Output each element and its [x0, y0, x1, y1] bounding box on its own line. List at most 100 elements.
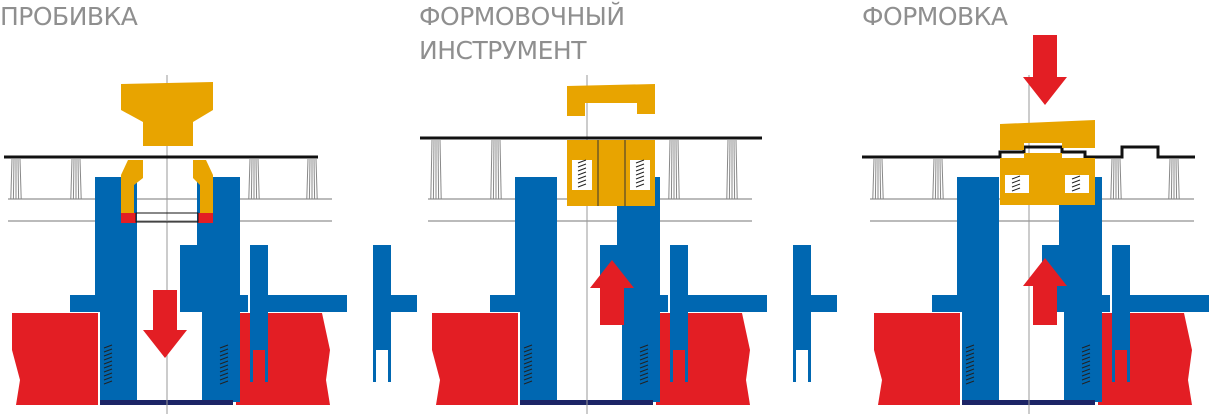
- brush-bristle: [1168, 158, 1171, 200]
- spring-coil: [965, 368, 975, 373]
- spring-coil: [965, 348, 975, 353]
- die-holder-left: [874, 313, 960, 405]
- brush-bristle: [1110, 158, 1113, 200]
- spring-coil: [1071, 175, 1081, 180]
- spring-coil: [1081, 364, 1091, 369]
- stripper-t-piece: [1112, 245, 1209, 382]
- brush-bristle: [439, 139, 442, 200]
- spring-coil: [523, 372, 533, 377]
- spring-coil: [523, 352, 533, 357]
- spring-coil: [965, 360, 975, 365]
- spring-coil: [523, 344, 533, 349]
- brush-bristle: [1119, 158, 1122, 200]
- spring-coil: [965, 352, 975, 357]
- brush-bristle: [668, 139, 671, 200]
- spring-coil: [635, 163, 645, 168]
- brush-bristle: [881, 158, 884, 200]
- brush-bristle: [874, 158, 877, 200]
- spring-coil: [523, 348, 533, 353]
- spring-coil: [103, 380, 113, 385]
- stripper-t-piece: [793, 245, 837, 382]
- spring-coil: [1071, 187, 1081, 192]
- spring-coil: [639, 348, 649, 353]
- spring-coil: [639, 356, 649, 361]
- spring-coil: [639, 380, 649, 385]
- spring-coil: [1081, 348, 1091, 353]
- die-holder-left: [12, 313, 98, 405]
- brush-bristle: [677, 139, 680, 200]
- spring-coil: [1081, 380, 1091, 385]
- spring-coil: [635, 183, 645, 188]
- die-left: [932, 177, 999, 402]
- spring-pocket-right: [1065, 175, 1089, 193]
- brush-bristle: [492, 139, 495, 200]
- spring-coil: [219, 348, 229, 353]
- spring-coil: [103, 364, 113, 369]
- brush-bristle: [941, 158, 944, 200]
- spring-coil: [965, 380, 975, 385]
- brush-bristle: [308, 158, 311, 200]
- spring-coil: [103, 344, 113, 349]
- brush-bristle: [306, 158, 309, 200]
- brush-bristle: [934, 158, 937, 200]
- spring-coil: [1081, 352, 1091, 357]
- spring-coil: [219, 344, 229, 349]
- cutting-edge-left: [121, 213, 136, 223]
- brush-bristle: [939, 158, 942, 200]
- spring-coil: [965, 372, 975, 377]
- title-forming: ФОРМОВКА: [862, 2, 1008, 31]
- spring-coil: [965, 356, 975, 361]
- spring-coil: [103, 360, 113, 365]
- spring-coil: [639, 364, 649, 369]
- brush-bristle: [10, 158, 13, 200]
- brush-bristle: [735, 139, 738, 200]
- spring-coil: [1081, 372, 1091, 377]
- brush-bristle: [70, 158, 73, 200]
- brush-bristle: [872, 158, 875, 200]
- stripper-right: [193, 160, 213, 213]
- brush-bristle: [432, 139, 435, 200]
- arrow-down-icon: [143, 290, 187, 358]
- brush-bristle: [19, 158, 22, 200]
- brush-bristle: [430, 139, 433, 200]
- die-left: [70, 177, 137, 402]
- brush-bristle: [313, 158, 316, 200]
- stripper-t-piece: [250, 245, 347, 382]
- brush-bristle: [726, 139, 729, 200]
- brush-bristle: [315, 158, 318, 200]
- brush-bristle: [728, 139, 731, 200]
- spring-coil: [523, 364, 533, 369]
- brush-bristle: [1175, 158, 1178, 200]
- spring-pocket-right: [630, 160, 650, 190]
- spring-coil: [1011, 175, 1021, 180]
- brush-bristle: [490, 139, 493, 200]
- spring-coil: [635, 175, 645, 180]
- die-right: [1042, 177, 1110, 402]
- arrow-down-icon: [1023, 35, 1067, 105]
- spring-coil: [635, 159, 645, 164]
- spring-coil: [1081, 376, 1091, 381]
- brush-bristle: [72, 158, 75, 200]
- spring-coil: [577, 175, 587, 180]
- spring-pocket-left: [1005, 175, 1029, 193]
- spring-coil: [577, 179, 587, 184]
- brush-bristle: [499, 139, 502, 200]
- brush-bristle: [437, 139, 440, 200]
- spring-coil: [639, 376, 649, 381]
- spring-coil: [639, 352, 649, 357]
- spring-coil: [219, 372, 229, 377]
- spring-coil: [1011, 183, 1021, 188]
- spring-coil: [577, 183, 587, 188]
- brush-bristle: [675, 139, 678, 200]
- brush-bristle: [248, 158, 251, 200]
- brush-bristle: [257, 158, 260, 200]
- spring-coil: [103, 368, 113, 373]
- spring-coil: [635, 179, 645, 184]
- spring-coil: [523, 360, 533, 365]
- title-forming-tool: ФОРМОВОЧНЫЙ ИНСТРУМЕНТ: [419, 2, 625, 65]
- spring-coil: [523, 380, 533, 385]
- spring-coil: [639, 360, 649, 365]
- spring-coil: [103, 352, 113, 357]
- die-holder-left: [432, 313, 518, 405]
- spring-coil: [639, 368, 649, 373]
